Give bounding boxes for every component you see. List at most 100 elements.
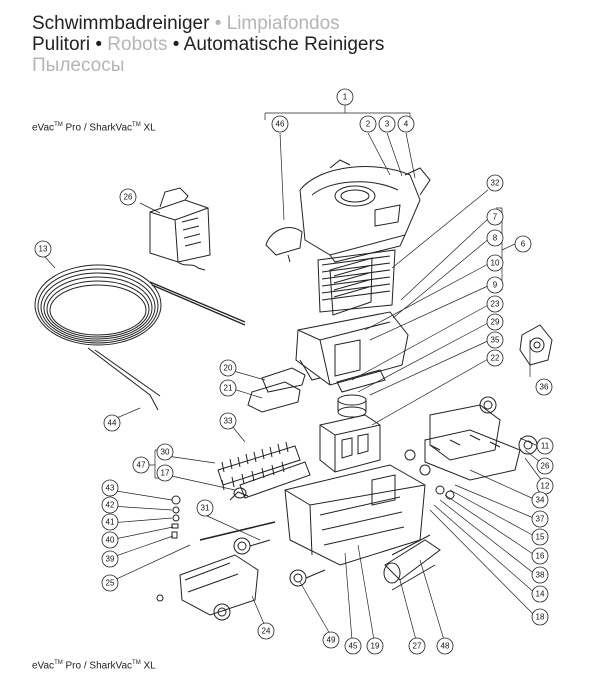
callout-label: 14 xyxy=(536,590,545,599)
callout-label: 47 xyxy=(137,461,146,470)
callout-label: 41 xyxy=(106,518,115,527)
trademark-mark: TM xyxy=(132,660,141,666)
callout-label: 16 xyxy=(536,552,545,561)
callout-40: 40 xyxy=(101,531,119,549)
side-cover-right xyxy=(156,554,259,621)
title-russian: Пылесосы xyxy=(32,55,125,76)
callout-6: 6 xyxy=(514,235,532,253)
model-name-part: eVac xyxy=(32,122,55,134)
callout-26-top: 26 xyxy=(119,188,137,206)
title-separator: • xyxy=(172,34,180,55)
callout-label: 22 xyxy=(491,354,500,363)
callout-47: 47 xyxy=(132,456,150,474)
callout-label: 42 xyxy=(106,501,115,510)
callout-20: 20 xyxy=(219,359,237,377)
callout-label: 31 xyxy=(201,504,210,513)
small-hardware-parts xyxy=(171,449,455,539)
title-french: Robots xyxy=(107,34,168,55)
callout-33: 33 xyxy=(219,412,237,430)
title-line-3: Пылесосы xyxy=(32,56,124,76)
callout-label: 26 xyxy=(541,462,550,471)
callout-7: 7 xyxy=(486,208,504,226)
foam-roller xyxy=(383,534,441,591)
callout-label: 18 xyxy=(536,613,545,622)
callout-43: 43 xyxy=(101,479,119,497)
callout-3: 3 xyxy=(378,115,396,133)
callout-label: 46 xyxy=(276,120,285,129)
wheel-assemblies xyxy=(233,537,326,587)
callout-label: 2 xyxy=(366,120,371,129)
callout-label: 20 xyxy=(224,364,233,373)
callout-8: 8 xyxy=(486,229,504,247)
callout-49: 49 xyxy=(322,631,340,649)
title-dutch: Automatische Reinigers xyxy=(183,34,385,55)
callout-label: 1 xyxy=(343,93,348,102)
brush-assembly xyxy=(217,441,311,499)
part-callouts: 1 46 2 3 4 26 32 7 8 6 13 10 9 23 29 35 … xyxy=(34,88,554,655)
callout-label: 36 xyxy=(540,383,549,392)
callout-label: 43 xyxy=(106,484,115,493)
title-separator: • xyxy=(214,13,222,34)
callout-19: 19 xyxy=(366,637,384,655)
filter-panels xyxy=(317,249,396,316)
callout-label: 8 xyxy=(493,234,498,243)
model-name-bottom: eVacTM Pro / SharkVacTM XL xyxy=(32,660,156,671)
callout-27: 27 xyxy=(408,637,426,655)
callout-label: 23 xyxy=(491,300,500,309)
callout-label: 30 xyxy=(161,448,170,457)
model-name-part: XL xyxy=(140,660,156,672)
callout-label: 13 xyxy=(39,245,48,254)
callout-24: 24 xyxy=(257,622,275,640)
callout-38: 38 xyxy=(531,566,549,584)
model-name-part: Pro / SharkVac xyxy=(62,122,133,134)
callout-label: 11 xyxy=(541,442,550,451)
title-separator: • xyxy=(95,34,103,55)
callout-12: 12 xyxy=(536,477,554,495)
drive-shaft-rod xyxy=(199,521,276,541)
title-italian: Pulitori xyxy=(32,34,91,55)
callout-30: 30 xyxy=(156,443,174,461)
callout-label: 9 xyxy=(493,281,498,290)
callout-label: 21 xyxy=(224,384,233,393)
callout-46: 46 xyxy=(271,115,289,133)
callout-31: 31 xyxy=(196,499,214,517)
callout-label: 27 xyxy=(413,642,422,651)
callout-22: 22 xyxy=(486,349,504,367)
swivel-cable-plug xyxy=(519,324,553,366)
callout-1: 1 xyxy=(336,88,354,106)
power-supply-unit xyxy=(149,187,211,271)
coiled-floating-cable xyxy=(34,264,246,411)
model-name-part: eVac xyxy=(32,660,55,672)
top-cover-assembly xyxy=(265,159,431,263)
callout-label: 19 xyxy=(371,642,380,651)
model-name-part: Pro / SharkVac xyxy=(62,660,133,672)
callout-26-right: 26 xyxy=(536,457,554,475)
callout-29: 29 xyxy=(486,313,504,331)
callout-label: 26 xyxy=(124,193,133,202)
callout-4: 4 xyxy=(397,115,415,133)
callout-14: 14 xyxy=(531,585,549,603)
trademark-mark: TM xyxy=(54,660,63,666)
callout-25: 25 xyxy=(101,574,119,592)
callout-label: 35 xyxy=(491,336,500,345)
callout-label: 39 xyxy=(106,555,115,564)
callout-label: 3 xyxy=(385,120,390,129)
chassis-frame xyxy=(229,464,426,566)
callout-label: 10 xyxy=(491,259,500,268)
callout-9: 9 xyxy=(486,276,504,294)
main-body-housing xyxy=(295,311,409,393)
callout-37: 37 xyxy=(531,510,549,528)
model-name-top: eVacTM Pro / SharkVacTM XL xyxy=(32,122,156,133)
title-german: Schwimmbadreiniger xyxy=(32,13,210,34)
callout-label: 24 xyxy=(262,627,271,636)
callout-label: 48 xyxy=(441,642,450,651)
callout-label: 4 xyxy=(404,120,409,129)
callout-label: 32 xyxy=(491,179,500,188)
callout-23: 23 xyxy=(486,295,504,313)
callout-39: 39 xyxy=(101,550,119,568)
callout-34: 34 xyxy=(531,491,549,509)
callout-13: 13 xyxy=(34,240,52,258)
callout-label: 49 xyxy=(327,636,336,645)
callout-label: 15 xyxy=(536,533,545,542)
